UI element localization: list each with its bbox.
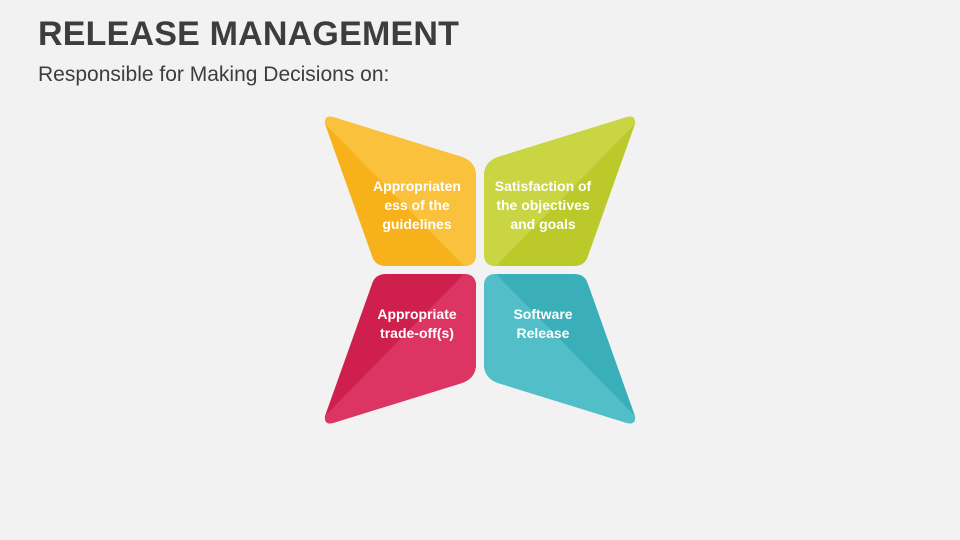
petal-top-left-shade xyxy=(324,116,476,267)
petal-bottom-left-line-1: Appropriate xyxy=(377,306,457,322)
petal-top-left xyxy=(324,116,476,267)
petal-bottom-left-line-2: trade-off(s) xyxy=(380,325,454,341)
petal-top-left-line-1: Appropriaten xyxy=(373,178,461,194)
petal-top-left-line-2: ess of the xyxy=(384,197,450,213)
petal-bottom-right-line-2: Release xyxy=(516,325,570,341)
slide-subtitle: Responsible for Making Decisions on: xyxy=(38,63,390,86)
petal-bottom-right xyxy=(484,274,636,424)
petal-bottom-left-label: Appropriate trade-off(s) xyxy=(362,305,472,343)
petal-bottom-left xyxy=(324,274,476,424)
petal-top-right-label: Satisfaction of the objectives and goals xyxy=(488,177,598,234)
petal-bottom-left-shade xyxy=(324,274,476,424)
petal-top-left-label: Appropriaten ess of the guidelines xyxy=(362,177,472,234)
petal-bottom-right-label: Software Release xyxy=(488,305,598,343)
petal-top-right-shade xyxy=(484,116,636,267)
petal-top-right-line-3: and goals xyxy=(510,216,576,232)
slide-title: RELEASE MANAGEMENT xyxy=(38,15,460,53)
petal-top-left-line-3: guidelines xyxy=(382,216,452,232)
petal-bottom-right-line-1: Software xyxy=(513,306,573,322)
petal-top-right xyxy=(484,116,636,267)
petal-bottom-right-shade xyxy=(484,274,636,424)
petal-top-right-line-1: Satisfaction of xyxy=(494,178,592,194)
petal-top-right-line-2: the objectives xyxy=(496,197,590,213)
